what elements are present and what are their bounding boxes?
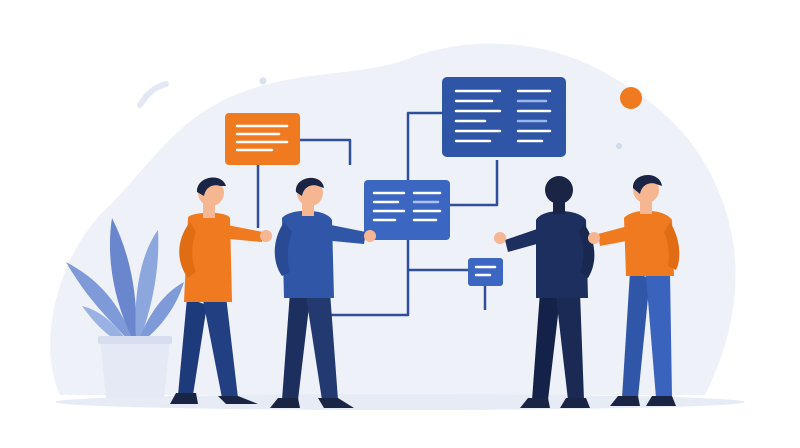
small-blue-card	[468, 258, 503, 286]
large-blue-card	[442, 77, 566, 157]
potted-plant	[66, 218, 184, 398]
orange-dot	[620, 87, 642, 109]
orange-note-card	[225, 113, 300, 165]
small-dot	[259, 77, 267, 85]
middle-blue-card	[364, 180, 450, 240]
person-orange-shirt-right	[588, 174, 680, 406]
small-dot	[616, 143, 622, 149]
person-blue-shirt-presenting	[270, 177, 376, 408]
plant-pot	[100, 340, 170, 398]
flowchart-connectors	[256, 111, 499, 317]
person-orange-shirt-left	[170, 177, 272, 404]
swoosh-accent	[137, 81, 169, 108]
person-navy-shirt-back	[494, 176, 595, 408]
